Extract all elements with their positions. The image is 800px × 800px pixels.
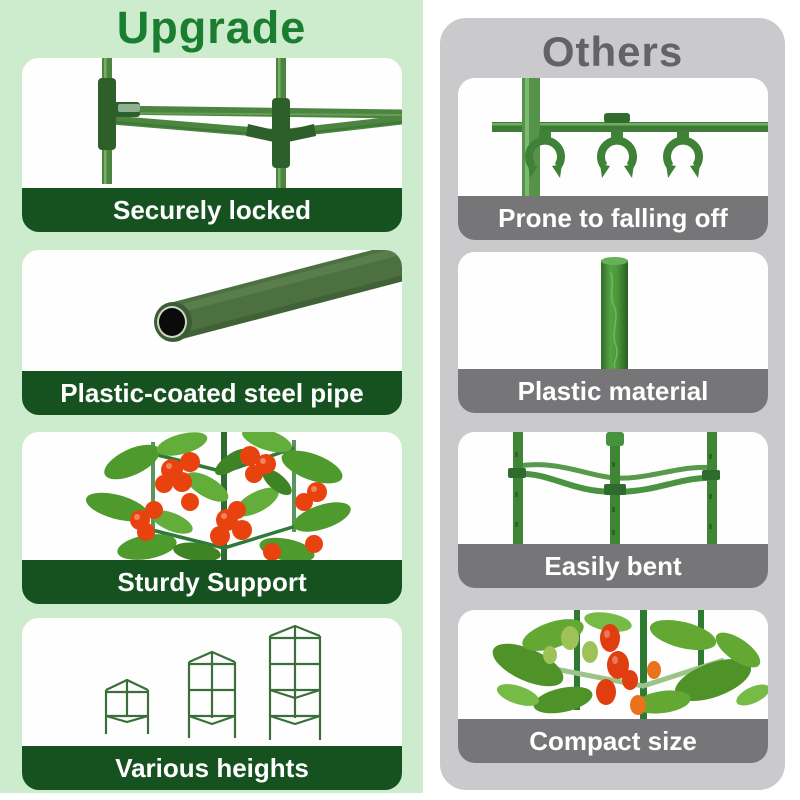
panel-sturdy-support: Sturdy Support [22,432,402,604]
caption-plastic-coated-steel-pipe: Plastic-coated steel pipe [22,371,402,415]
steel-pipe-photo [22,250,402,371]
compact-tomato-plant-photo [458,610,768,719]
caption-securely-locked: Securely locked [22,188,402,232]
securely-locked-photo [22,58,402,188]
panel-prone-to-falling-off: Prone to falling off [458,78,768,240]
tomato-plant-illustration [85,432,351,560]
clips-on-rail-illustration [492,78,768,196]
panel-compact-size: Compact size [458,610,768,763]
others-column: Others [440,18,785,790]
caption-various-heights: Various heights [22,746,402,790]
bent-crossbars-photo [458,432,768,544]
plastic-clips-photo [458,78,768,196]
caption-plastic-material: Plastic material [458,369,768,413]
caption-sturdy-support: Sturdy Support [22,560,402,604]
upgrade-title: Upgrade [116,2,307,53]
pipe-joint-illustration [98,58,402,188]
panel-plastic-coated-steel-pipe: Plastic-coated steel pipe [22,250,402,415]
caption-prone-to-falling-off: Prone to falling off [458,196,768,240]
panel-securely-locked: Securely locked [22,58,402,232]
upgrade-column: Upgrade [0,0,423,793]
caption-compact-size: Compact size [458,719,768,763]
tomato-plant-photo [22,432,402,560]
panel-various-heights: Various heights [22,618,402,790]
cage-heights-illustration [104,624,322,740]
three-cages-photo [22,618,402,746]
pipe-cross-section-illustration [154,250,402,342]
bent-crossbars-illustration [508,432,720,544]
panel-plastic-material: Plastic material [458,252,768,413]
panel-easily-bent: Easily bent [458,432,768,588]
plastic-tube-illustration [601,257,628,369]
others-title: Others [541,28,684,75]
compact-plant-illustration [492,610,768,719]
plastic-tube-photo [458,252,768,369]
caption-easily-bent: Easily bent [458,544,768,588]
